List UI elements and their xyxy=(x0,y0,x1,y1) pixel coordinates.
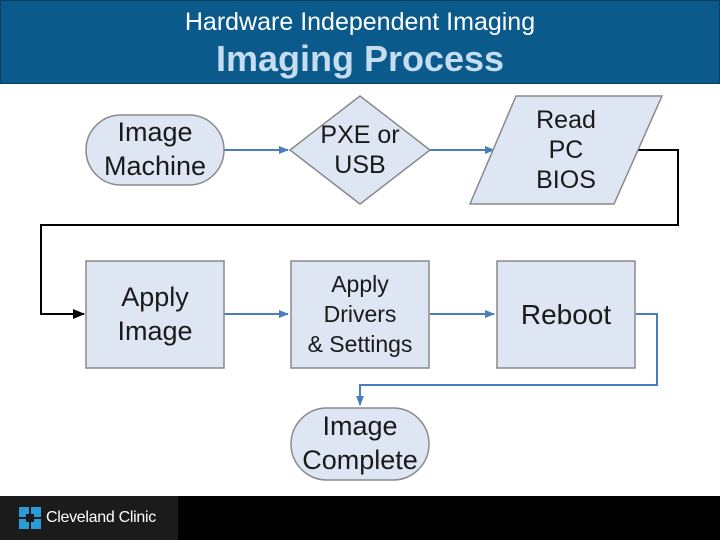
slide-header: Hardware Independent Imaging Imaging Pro… xyxy=(0,0,720,84)
node-read-pc-bios-line-1: Read xyxy=(536,106,596,134)
brand-area: Cleveland Clinic xyxy=(0,496,178,540)
node-apply-image: Apply Image xyxy=(85,260,225,369)
arrow-bios-to-apply-image xyxy=(40,149,679,319)
node-image-complete: Image Complete xyxy=(290,407,430,481)
node-apply-image-line-1: Apply xyxy=(121,282,189,312)
node-image-machine: Image Machine xyxy=(85,114,225,186)
node-apply-drivers-line-1: Apply xyxy=(331,271,389,297)
slide-title: Imaging Process xyxy=(215,38,505,79)
node-reboot-label: Reboot xyxy=(521,299,612,330)
node-apply-drivers-line-3: & Settings xyxy=(308,331,413,357)
footer-bar: Cleveland Clinic xyxy=(0,496,720,540)
cleveland-clinic-logo-icon xyxy=(19,507,41,529)
slide-subtitle: Hardware Independent Imaging xyxy=(184,8,536,36)
node-read-pc-bios-line-2: PC xyxy=(549,136,584,164)
node-apply-image-line-2: Image xyxy=(117,316,192,346)
node-image-machine-line-2: Machine xyxy=(104,151,206,181)
node-image-complete-line-2: Complete xyxy=(302,445,418,475)
node-pxe-or-usb-line-1: PXE or xyxy=(320,121,399,149)
node-image-machine-line-1: Image xyxy=(117,117,192,147)
brand-name: Cleveland Clinic xyxy=(46,509,156,526)
node-read-pc-bios: Read PC BIOS xyxy=(468,95,664,205)
node-pxe-or-usb-line-2: USB xyxy=(334,151,385,179)
node-reboot: Reboot xyxy=(496,260,636,369)
node-pxe-or-usb: PXE or USB xyxy=(288,95,432,205)
node-image-complete-line-1: Image xyxy=(322,411,397,441)
node-apply-drivers-line-2: Drivers xyxy=(324,301,397,327)
arrow-reboot-to-complete xyxy=(356,313,658,406)
node-apply-drivers-settings: Apply Drivers & Settings xyxy=(290,260,430,369)
flowchart: Image Machine PXE or USB Read PC BIOS Ap… xyxy=(40,95,679,481)
node-read-pc-bios-line-3: BIOS xyxy=(536,166,596,194)
